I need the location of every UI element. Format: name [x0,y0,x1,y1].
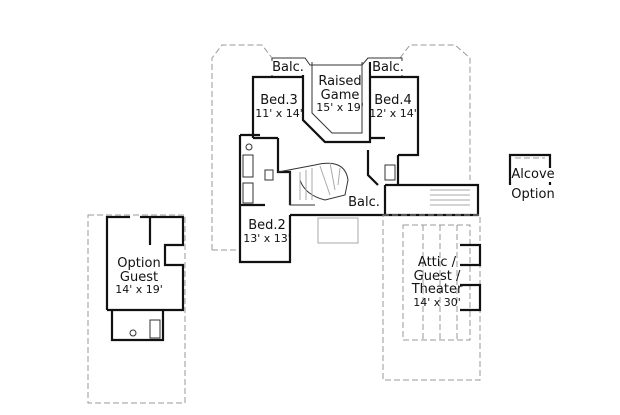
curved-staircase [277,162,349,206]
room-name: Attic / [417,255,457,270]
bed3-label: Bed.3 11' x 14' [255,94,303,119]
balcony-landing [317,217,359,244]
bed2-label: Bed.2 13' x 13' [243,219,291,244]
balc-left-label: Balc. [271,60,305,75]
bath-left-walls [238,133,292,264]
attic-inner [402,224,471,341]
room-size: 12' x 14' [369,106,417,120]
room-size: 14' x 30' [413,295,461,309]
room-size: 11' x 14' [255,106,303,120]
room-name: Bed.4 [374,93,412,108]
option-guest-label: Option Guest 14' x 19' [115,257,163,296]
attic-label: Attic / Guest / Theater 14' x 30' [412,256,463,308]
balc-center-label: Balc. [347,195,381,210]
room-name: Guest [119,269,159,285]
room-name: Guest / [413,268,461,284]
bed4-label: Bed.4 12' x 14' [369,94,417,119]
bed4-walls [370,75,420,157]
room-size: 14' x 19' [115,283,163,297]
attic-roof [382,214,481,381]
alcove-option-label: Option [511,186,555,202]
raised-game-label: Raised Game 15' x 19' [316,75,364,114]
room-size: 13' x 13' [243,231,291,245]
roof-outline-left [211,44,273,250]
balc-right-label: Balc. [371,60,405,75]
bath-right-walls [366,150,400,186]
room-name: Alcove [511,167,555,182]
room-name: Option [117,256,161,271]
alcove-label: Alcove Option [511,167,555,202]
bed3-walls [251,75,303,140]
attic-walls [460,243,482,312]
option-guest-walls [105,215,185,342]
option-guest-roof [87,214,186,404]
room-name: Bed.3 [260,93,298,108]
room-name: Raised [318,74,362,89]
raised-game-walls [301,62,372,144]
roof-outline-right [399,44,471,180]
room-name: Game [320,87,360,103]
room-size: 15' x 19' [316,101,364,115]
room-name: Bed.2 [248,218,286,233]
room-name: Theater [411,282,463,298]
